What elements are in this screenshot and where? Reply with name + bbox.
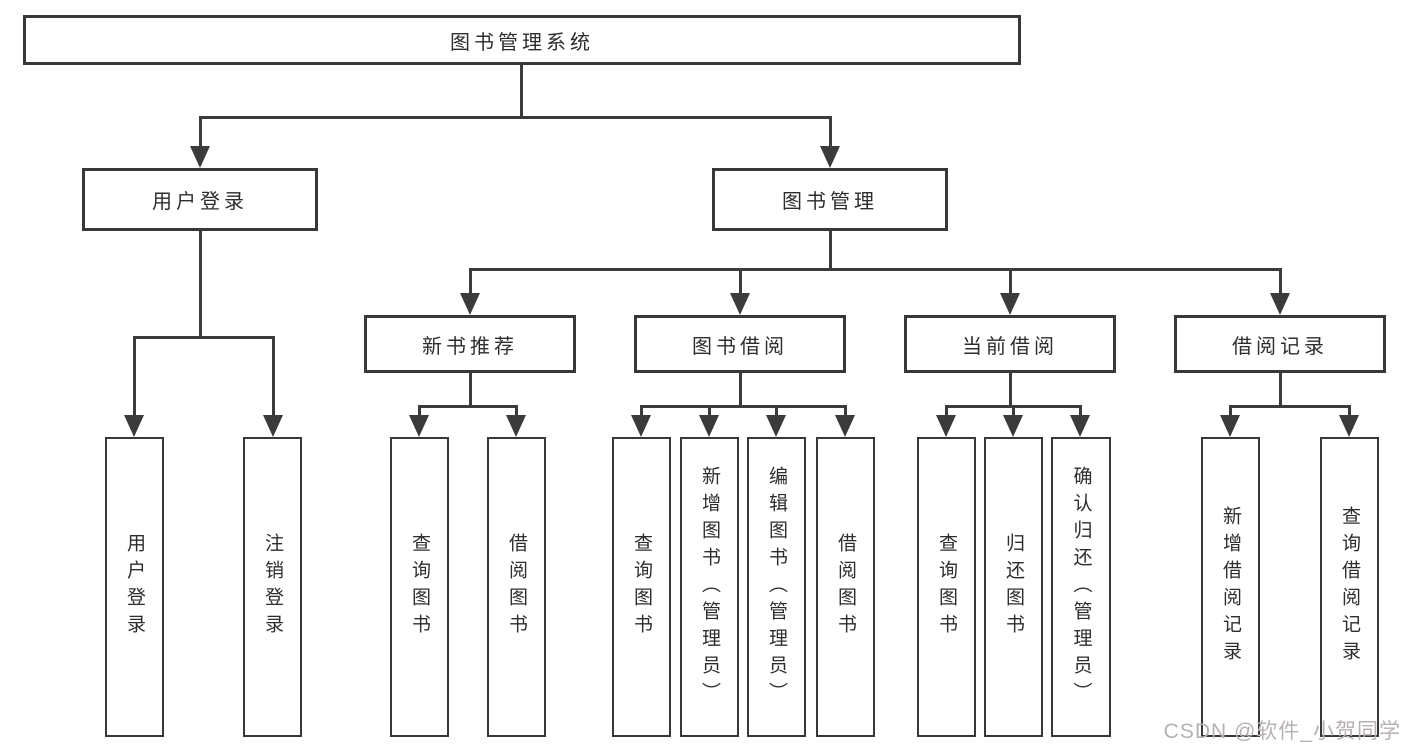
connector-to-current-return [1012,405,1015,419]
arrowhead-new-book-rec-icon [460,293,480,315]
arrowhead-current-return-icon [1003,415,1023,437]
leaf-logout-label: 注销登录 [262,533,283,641]
arrowhead-record-query-icon [1339,415,1359,437]
arrowhead-borrow-record-icon [1270,293,1290,315]
connector-to-leaf-logout [272,336,275,419]
node-current-borrow: 当前借阅 [904,315,1116,373]
arrowhead-current-borrow-icon [1000,293,1020,315]
connector-user-login-rail [133,336,275,339]
node-book-borrow-label: 图书借阅 [692,335,788,358]
connector-to-record-query [1348,405,1351,419]
node-borrow-record: 借阅记录 [1174,315,1386,373]
leaf-current-confirm-return-admin: 确认归还（管理员） [1051,437,1111,737]
leaf-borrow-borrow-book-label: 借阅图书 [835,533,856,641]
arrowhead-book-mgmt-icon [820,146,840,168]
node-root: 图书管理系统 [23,15,1021,65]
connector-to-record-add [1229,405,1232,419]
connector-to-borrow-query [640,405,643,419]
leaf-borrow-add-book-admin: 新增图书（管理员） [680,437,739,737]
leaf-user-login-label: 用户登录 [124,533,145,641]
arrowhead-current-confirm-icon [1070,415,1090,437]
arrowhead-borrow-edit-icon [766,415,786,437]
node-book-mgmt-label: 图书管理 [782,191,878,213]
leaf-borrow-borrow-book: 借阅图书 [816,437,875,737]
leaf-record-add-borrow-record: 新增借阅记录 [1201,437,1260,737]
connector-book-mgmt-stem [829,231,832,270]
leaf-record-query-borrow-record-label: 查询借阅记录 [1339,506,1360,668]
node-root-label: 图书管理系统 [450,31,594,54]
leaf-borrow-add-book-admin-label: 新增图书（管理员） [699,465,720,709]
arrowhead-leaf-logout-icon [263,415,283,437]
connector-new-book-rec-stem [469,373,472,407]
leaf-record-query-borrow-record: 查询借阅记录 [1320,437,1379,737]
leaf-current-query-book: 查询图书 [917,437,976,737]
connector-book-borrow-stem [739,373,742,407]
arrowhead-borrow-query-icon [631,415,651,437]
connector-to-borrow-add [708,405,711,419]
node-new-book-recommend: 新书推荐 [364,315,576,373]
arrowhead-book-borrow-icon [730,293,750,315]
leaf-borrow-query-book-label: 查询图书 [631,533,652,641]
connector-user-login-stem [199,231,202,338]
connector-to-book-borrow [739,268,742,297]
connector-to-newrec-query [418,405,421,419]
leaf-newrec-borrow-book-label: 借阅图书 [506,533,527,641]
connector-new-book-rec-rail [418,405,518,408]
connector-book-mgmt-rail [469,268,1282,271]
node-user-login: 用户登录 [82,168,318,231]
leaf-logout: 注销登录 [243,437,302,737]
leaf-newrec-query-book-label: 查询图书 [409,533,430,641]
connector-to-current-confirm [1079,405,1082,419]
connector-to-leaf-user-login [133,336,136,419]
connector-borrow-record-stem [1279,373,1282,407]
leaf-borrow-edit-book-admin-label: 编辑图书（管理员） [766,465,787,709]
connector-current-borrow-stem [1009,373,1012,407]
leaf-newrec-query-book: 查询图书 [390,437,449,737]
node-book-borrow: 图书借阅 [634,315,846,373]
arrowhead-user-login-icon [190,146,210,168]
node-book-mgmt: 图书管理 [712,168,948,231]
arrowhead-record-add-icon [1220,415,1240,437]
connector-to-new-book-rec [469,268,472,297]
leaf-current-return-book-label: 归还图书 [1003,533,1024,641]
csdn-watermark: CSDN @软件_小贺同学 [1163,720,1401,743]
leaf-borrow-edit-book-admin: 编辑图书（管理员） [747,437,806,737]
leaf-user-login: 用户登录 [105,437,164,737]
connector-to-borrow-edit [775,405,778,419]
arrowhead-borrow-add-icon [699,415,719,437]
leaf-current-query-book-label: 查询图书 [936,533,957,641]
node-borrow-record-label: 借阅记录 [1232,335,1328,358]
connector-borrow-record-rail [1229,405,1351,408]
arrowhead-current-query-icon [936,415,956,437]
connector-to-newrec-borrow [515,405,518,419]
connector-to-borrow-borrow [844,405,847,419]
arrowhead-newrec-borrow-icon [506,415,526,437]
node-user-login-label: 用户登录 [152,191,248,213]
leaf-current-return-book: 归还图书 [984,437,1043,737]
leaf-borrow-query-book: 查询图书 [612,437,671,737]
arrowhead-newrec-query-icon [409,415,429,437]
connector-to-borrow-record [1279,268,1282,297]
node-new-book-recommend-label: 新书推荐 [422,335,518,358]
connector-root-rail [199,116,832,119]
leaf-current-confirm-return-admin-label: 确认归还（管理员） [1070,465,1092,709]
node-current-borrow-label: 当前借阅 [962,335,1058,358]
arrowhead-leaf-user-login-icon [124,415,144,437]
connector-to-current-query [945,405,948,419]
connector-to-current-borrow [1009,268,1012,297]
arrowhead-borrow-borrow-icon [835,415,855,437]
connector-root-stem [520,65,523,118]
connector-root-to-user-login [199,116,202,148]
connector-book-borrow-rail [640,405,847,408]
leaf-newrec-borrow-book: 借阅图书 [487,437,546,737]
connector-root-to-book-mgmt [829,116,832,148]
leaf-record-add-borrow-record-label: 新增借阅记录 [1220,506,1241,668]
